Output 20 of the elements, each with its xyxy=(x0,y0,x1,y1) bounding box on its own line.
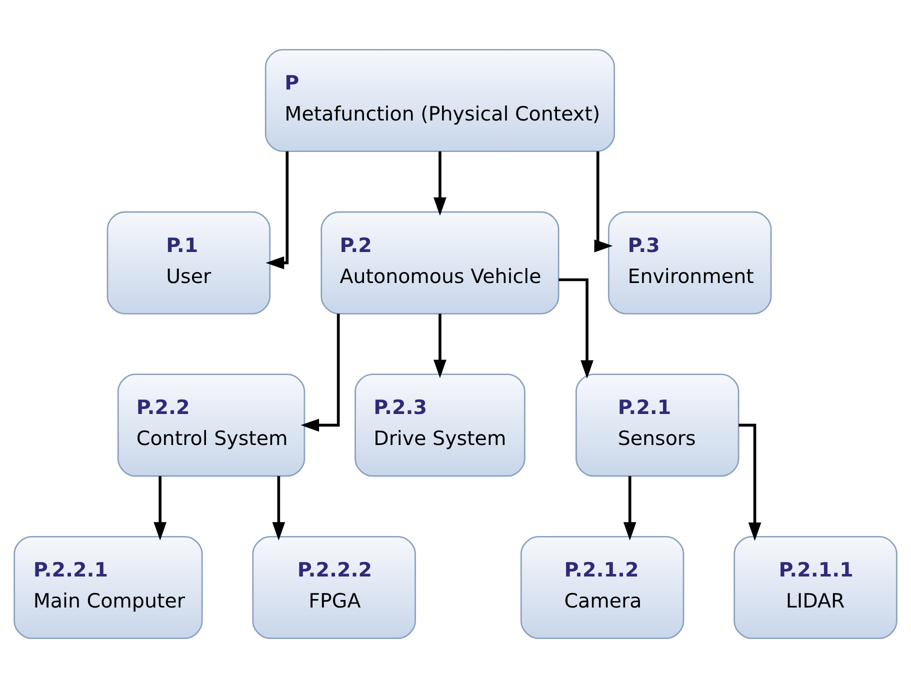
arrow xyxy=(434,151,446,216)
node-box: P.2.2.1 Main Computer xyxy=(14,536,203,640)
node-box: P.2 Autonomous Vehicle xyxy=(320,211,560,314)
node-box: P.2.2 Control System xyxy=(117,374,306,477)
arrow xyxy=(266,151,289,270)
node-box: P.2.1.1 LIDAR xyxy=(734,536,898,640)
arrow xyxy=(272,476,286,540)
node-box: P.3 Environment xyxy=(608,211,772,314)
node-box: P.2.3 Drive System xyxy=(354,374,526,477)
node-box: P.2.1.2 Camera xyxy=(520,536,684,640)
arrow xyxy=(434,314,446,378)
arrow xyxy=(594,151,613,252)
node-box: P Metafunction (Physical Context) xyxy=(264,48,616,152)
node-box: P.1 User xyxy=(106,211,271,314)
node-box: P.2.2.2 FPGA xyxy=(252,536,416,640)
node-box: P.2.1 Sensors xyxy=(576,374,740,477)
arrow xyxy=(558,278,594,379)
arrow xyxy=(154,476,167,540)
arrow xyxy=(300,314,340,432)
arrow xyxy=(623,476,636,540)
